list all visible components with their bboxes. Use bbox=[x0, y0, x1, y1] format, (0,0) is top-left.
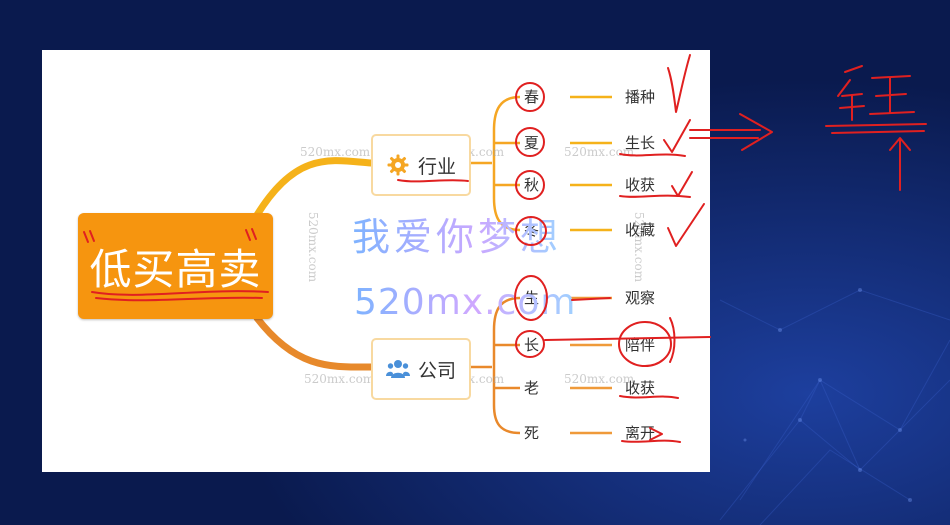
central-topic-label: 低买高卖 bbox=[89, 244, 262, 294]
watermark-text: 520mx.com bbox=[564, 145, 635, 159]
leaf-key: 死 bbox=[524, 424, 540, 442]
branch-industry-label: 行业 bbox=[417, 155, 456, 178]
branch-industry[interactable]: 行业 bbox=[371, 134, 471, 196]
watermark-slogan: 我爱你梦想 bbox=[352, 206, 562, 261]
mindmap-connectors bbox=[253, 95, 612, 435]
branch-company-label: 公司 bbox=[417, 359, 456, 382]
branch-company[interactable]: 公司 bbox=[371, 338, 471, 400]
people-icon bbox=[385, 360, 410, 378]
leaf-value: 播种 bbox=[625, 88, 656, 106]
leaf-value: 生长 bbox=[625, 134, 656, 152]
gear-icon bbox=[387, 154, 409, 176]
leaf-value: 收获 bbox=[625, 379, 656, 397]
watermark-text: 520mx.com bbox=[564, 372, 635, 386]
leaf-key: 夏 bbox=[524, 134, 540, 152]
watermark-text: 520mx.com bbox=[304, 372, 375, 386]
leaf-value: 陪伴 bbox=[625, 336, 656, 354]
leaf-value: 离开 bbox=[625, 424, 656, 442]
leaf-value: 收获 bbox=[625, 176, 656, 194]
leaf-key: 长 bbox=[524, 336, 540, 354]
leaf-value: 观察 bbox=[625, 289, 656, 307]
watermark-domain: 520mx.com bbox=[354, 282, 577, 323]
mindmap-slide: 520mx.com 520mx.com 520mx.com 520mx.com … bbox=[42, 50, 710, 472]
leaf-key: 老 bbox=[524, 379, 540, 397]
watermark-text: 520mx.com bbox=[300, 145, 371, 159]
central-topic[interactable]: 低买高卖 bbox=[78, 213, 273, 319]
leaf-key: 秋 bbox=[524, 176, 540, 194]
leaf-key: 春 bbox=[524, 88, 540, 106]
watermark-text: 520mx.com bbox=[306, 211, 321, 283]
leaf-value: 收藏 bbox=[625, 221, 656, 239]
